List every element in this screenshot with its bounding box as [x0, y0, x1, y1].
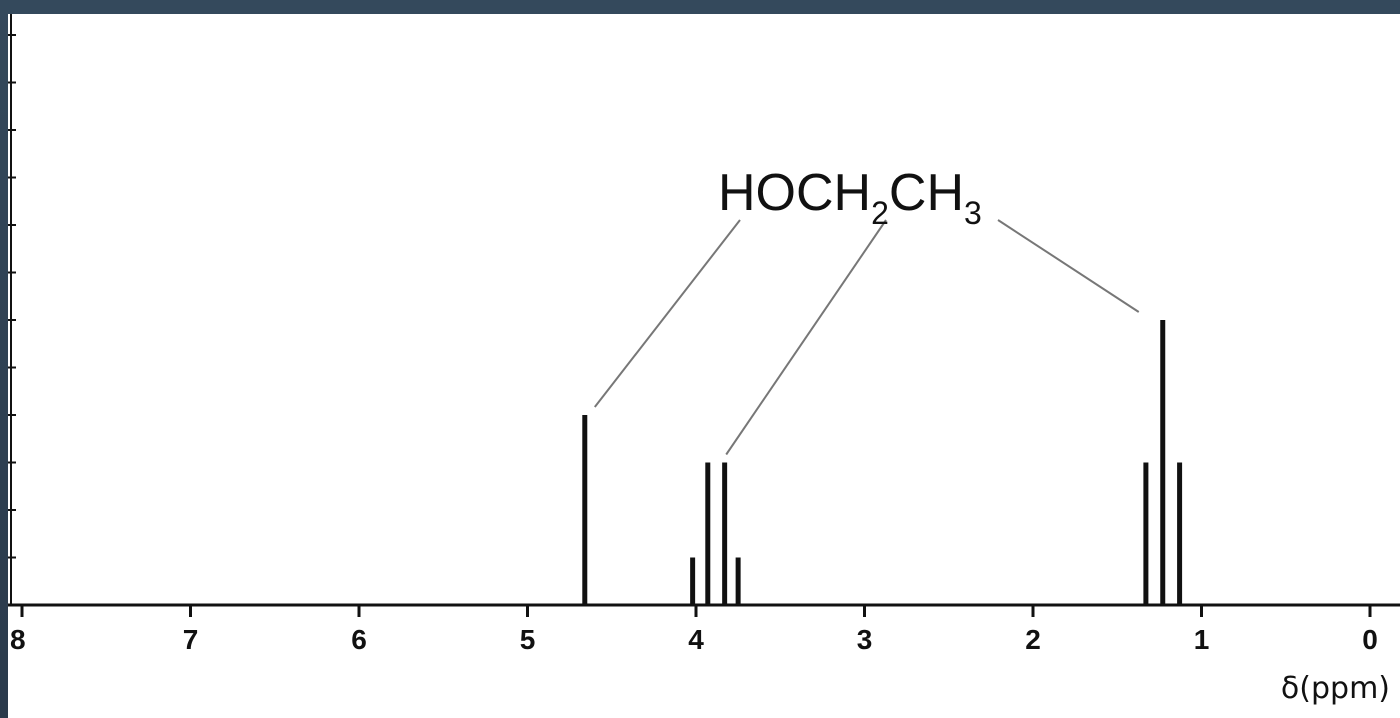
x-tick-label: 0: [1362, 624, 1378, 655]
leader-line-ch2: [725, 219, 887, 456]
leader-line-ch3: [997, 219, 1140, 313]
x-tick-label: 6: [351, 624, 367, 655]
x-tick-label: 2: [1025, 624, 1041, 655]
x-tick-label: 5: [520, 624, 536, 655]
peak-lines: [582, 320, 1183, 605]
y-axis: [8, 14, 16, 605]
x-axis: 8 7 6 5 4 3 2 1 0: [8, 603, 1400, 655]
leader-line-oh: [594, 219, 741, 408]
x-tick-label: 7: [183, 624, 199, 655]
x-tick-label: 3: [857, 624, 873, 655]
x-tick-label: 4: [688, 624, 704, 655]
formula-subscript: 3: [964, 195, 982, 231]
molecule-formula: HOCH2CH3: [718, 164, 982, 231]
x-axis-title: δ(ppm): [1281, 671, 1390, 706]
formula-part: HOCH: [718, 164, 871, 222]
formula-subscript: 2: [871, 195, 889, 231]
x-tick-label: 8: [10, 624, 26, 655]
leader-lines: [594, 219, 1140, 456]
formula-part: CH: [889, 164, 964, 222]
x-tick-label: 1: [1194, 624, 1210, 655]
